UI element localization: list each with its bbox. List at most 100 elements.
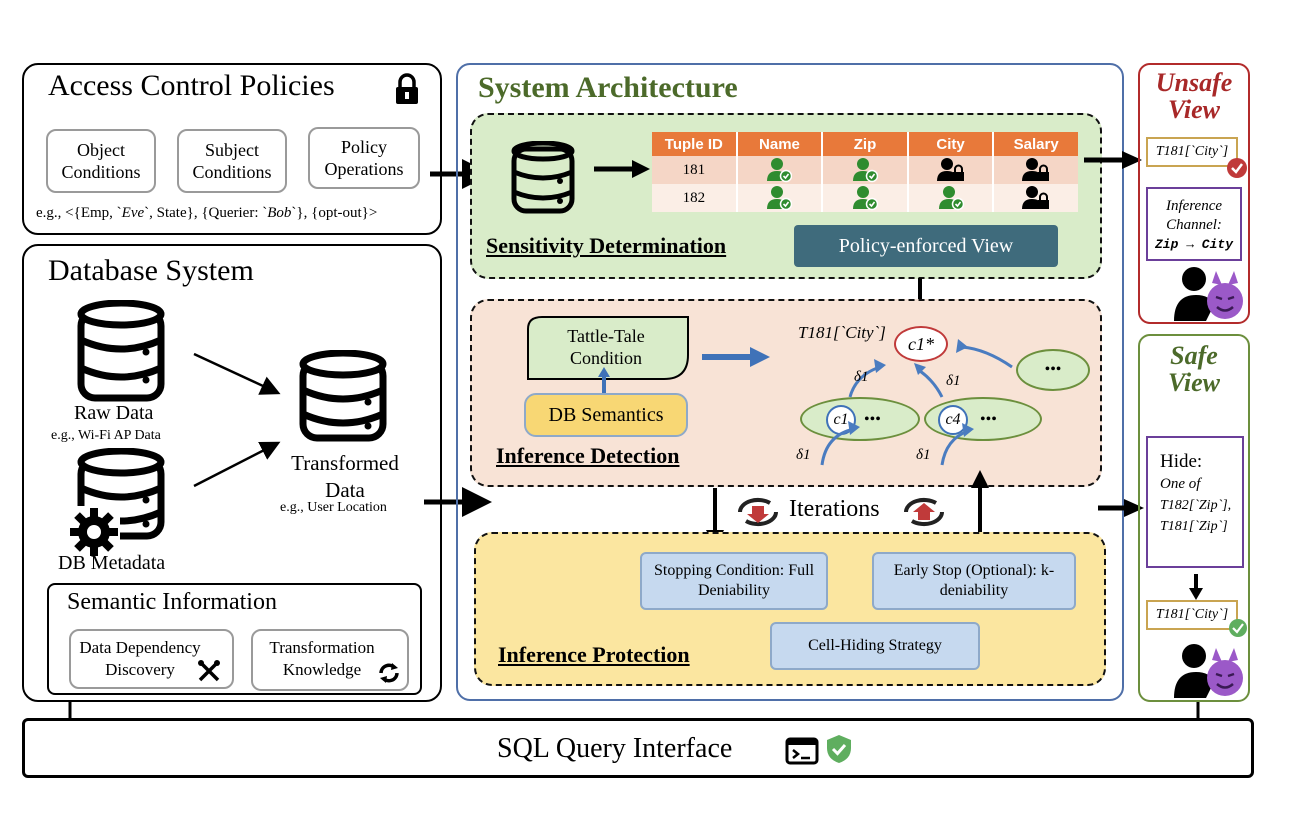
unsafe-cell-label: T181[`City`] bbox=[1155, 144, 1229, 159]
raw-to-transformed-arrows bbox=[193, 352, 281, 488]
inference-protection-panel: Stopping Condition: Full Deniability Ear… bbox=[474, 532, 1106, 686]
header-city: City bbox=[907, 132, 995, 156]
early-stop-box: Early Stop (Optional): k-deniability bbox=[872, 552, 1076, 610]
policy-enforced-view-box: Policy-enforced View bbox=[794, 225, 1058, 267]
metadata-label: DB Metadata bbox=[58, 552, 166, 574]
raw-data-example: e.g., Wi-Fi AP Data bbox=[51, 428, 161, 443]
inference-protection-title: Inference Protection bbox=[498, 642, 690, 667]
unsafe-view-title: Unsafe View bbox=[1140, 69, 1248, 123]
refresh-icon bbox=[379, 663, 399, 683]
system-architecture-panel: System Architecture bbox=[456, 63, 1124, 701]
c4-node: c4 bbox=[938, 405, 968, 435]
gear-icon bbox=[68, 506, 120, 558]
hide-box: Hide: One of T182[`Zip`], T181[`Zip`] bbox=[1146, 436, 1244, 568]
db-to-table-arrow bbox=[594, 160, 650, 178]
to-unsafe-view-arrow bbox=[1084, 151, 1142, 169]
ellipsis: ••• bbox=[980, 411, 997, 428]
raw-data-database-icon bbox=[77, 300, 165, 402]
cell-ok bbox=[822, 184, 909, 212]
header-salary: Salary bbox=[993, 132, 1078, 156]
safe-view-title: Safe View bbox=[1140, 342, 1248, 396]
green-check-icon bbox=[1229, 619, 1247, 637]
user-check-icon bbox=[853, 158, 879, 183]
tuple-table: Tuple ID Name Zip City Salary 181 182 bbox=[652, 132, 1078, 212]
unsafe-cell-box: T181[`City`] bbox=[1146, 137, 1238, 167]
policy-operations-box: Policy Operations bbox=[308, 127, 420, 189]
access-control-panel: Access Control Policies Object Condition… bbox=[22, 63, 442, 235]
database-icon bbox=[511, 141, 575, 214]
unsafe-view-title-line2: View bbox=[1167, 95, 1220, 124]
ellipsis: ••• bbox=[864, 411, 881, 428]
access-control-title: Access Control Policies bbox=[48, 69, 335, 102]
more-candidates-node: ••• bbox=[1016, 349, 1090, 391]
user-check-icon bbox=[767, 186, 793, 211]
unsafe-view-title-line1: Unsafe bbox=[1155, 68, 1233, 97]
semantic-info-box: Semantic Information Data Dependency Dis… bbox=[47, 583, 422, 695]
table-row: 181 bbox=[652, 156, 1078, 184]
protection-to-detection-arrow bbox=[971, 470, 989, 532]
tuple-table-header: Tuple ID Name Zip City Salary bbox=[652, 132, 1078, 156]
c1-star-label: c1* bbox=[908, 333, 934, 354]
data-dependency-box: Data Dependency Discovery bbox=[69, 629, 234, 689]
ellipsis: ••• bbox=[1044, 361, 1062, 378]
delta-label: δ1 bbox=[854, 369, 869, 385]
target-cell-label: T181[`City`] bbox=[798, 323, 886, 342]
lock-icon bbox=[396, 73, 418, 104]
tattle-tale-label: Tattle-Tale Condition bbox=[567, 326, 645, 368]
c4-group-node: c4 ••• bbox=[924, 397, 1042, 441]
to-safe-view-arrow bbox=[1098, 499, 1144, 517]
iteration-down-icon bbox=[737, 497, 779, 527]
iterations-label: Iterations bbox=[789, 496, 880, 522]
cell-ok bbox=[736, 156, 824, 184]
raw-data-label: Raw Data bbox=[74, 402, 154, 424]
database-system-panel: Database System Raw Data e.g., Wi-Fi AP … bbox=[22, 244, 442, 702]
sensitivity-determination-title: Sensitivity Determination bbox=[486, 233, 727, 258]
cell-hiding-box: Cell-Hiding Strategy bbox=[770, 622, 980, 670]
user-check-icon bbox=[938, 186, 964, 211]
cell-ok bbox=[822, 156, 909, 184]
policy-example-bob: Bob bbox=[267, 205, 292, 221]
iteration-up-icon bbox=[903, 497, 945, 527]
policy-example-prefix: e.g., <{Emp, ` bbox=[36, 205, 122, 221]
tattle-tale-shape bbox=[527, 316, 689, 380]
safe-view-title-line2: View bbox=[1167, 368, 1220, 397]
cell-locked bbox=[993, 156, 1078, 184]
stopping-condition-box: Stopping Condition: Full Deniability bbox=[640, 552, 828, 610]
policy-example-mid: `, State}, {Querier: ` bbox=[144, 205, 268, 221]
transformed-data-database-icon bbox=[299, 350, 387, 442]
transformation-knowledge-box: Transformation Knowledge bbox=[251, 629, 409, 691]
unsafe-view-panel: Unsafe View T181[`City`] Inference Chann… bbox=[1138, 63, 1250, 324]
safe-view-title-line1: Safe bbox=[1170, 341, 1218, 370]
sensitivity-determination-panel: Tuple ID Name Zip City Salary 181 182 Se… bbox=[470, 113, 1102, 279]
channel-line3: Zip → City bbox=[1154, 237, 1233, 252]
user-check-icon bbox=[853, 186, 879, 211]
shield-check-icon bbox=[827, 735, 851, 763]
inference-detection-title: Inference Detection bbox=[496, 443, 680, 468]
tuple-id-cell: 182 bbox=[652, 184, 738, 212]
tools-icon bbox=[198, 660, 220, 682]
tuple-id-cell: 181 bbox=[652, 156, 738, 184]
user-lock-icon bbox=[1022, 186, 1050, 209]
c1-star-node: c1* bbox=[894, 326, 948, 362]
user-check-icon bbox=[767, 158, 793, 183]
user-lock-icon bbox=[936, 158, 964, 181]
channel-line2: Channel: bbox=[1166, 217, 1222, 233]
one-of-label: One of bbox=[1160, 476, 1201, 492]
derivation-arrows bbox=[820, 339, 1013, 466]
semantics-to-tattle-arrow bbox=[598, 367, 610, 393]
db-semantics-box: DB Semantics bbox=[524, 393, 688, 437]
delta-label: δ1 bbox=[916, 447, 931, 463]
delta-label: δ1 bbox=[796, 447, 811, 463]
red-check-icon bbox=[1227, 158, 1247, 178]
transformed-data-example: e.g., User Location bbox=[280, 500, 387, 515]
policy-example-eve: Eve bbox=[121, 205, 145, 221]
transformed-data-label: Transformed Data bbox=[291, 451, 399, 502]
system-architecture-title: System Architecture bbox=[478, 71, 738, 104]
delta-label: δ1 bbox=[946, 373, 961, 389]
policy-example-suffix: `}, {opt-out}> bbox=[291, 205, 378, 221]
table-row: 182 bbox=[652, 184, 1078, 212]
c1-label: c1 bbox=[833, 411, 849, 428]
header-zip: Zip bbox=[822, 132, 909, 156]
header-name: Name bbox=[736, 132, 824, 156]
cell-locked bbox=[907, 156, 995, 184]
